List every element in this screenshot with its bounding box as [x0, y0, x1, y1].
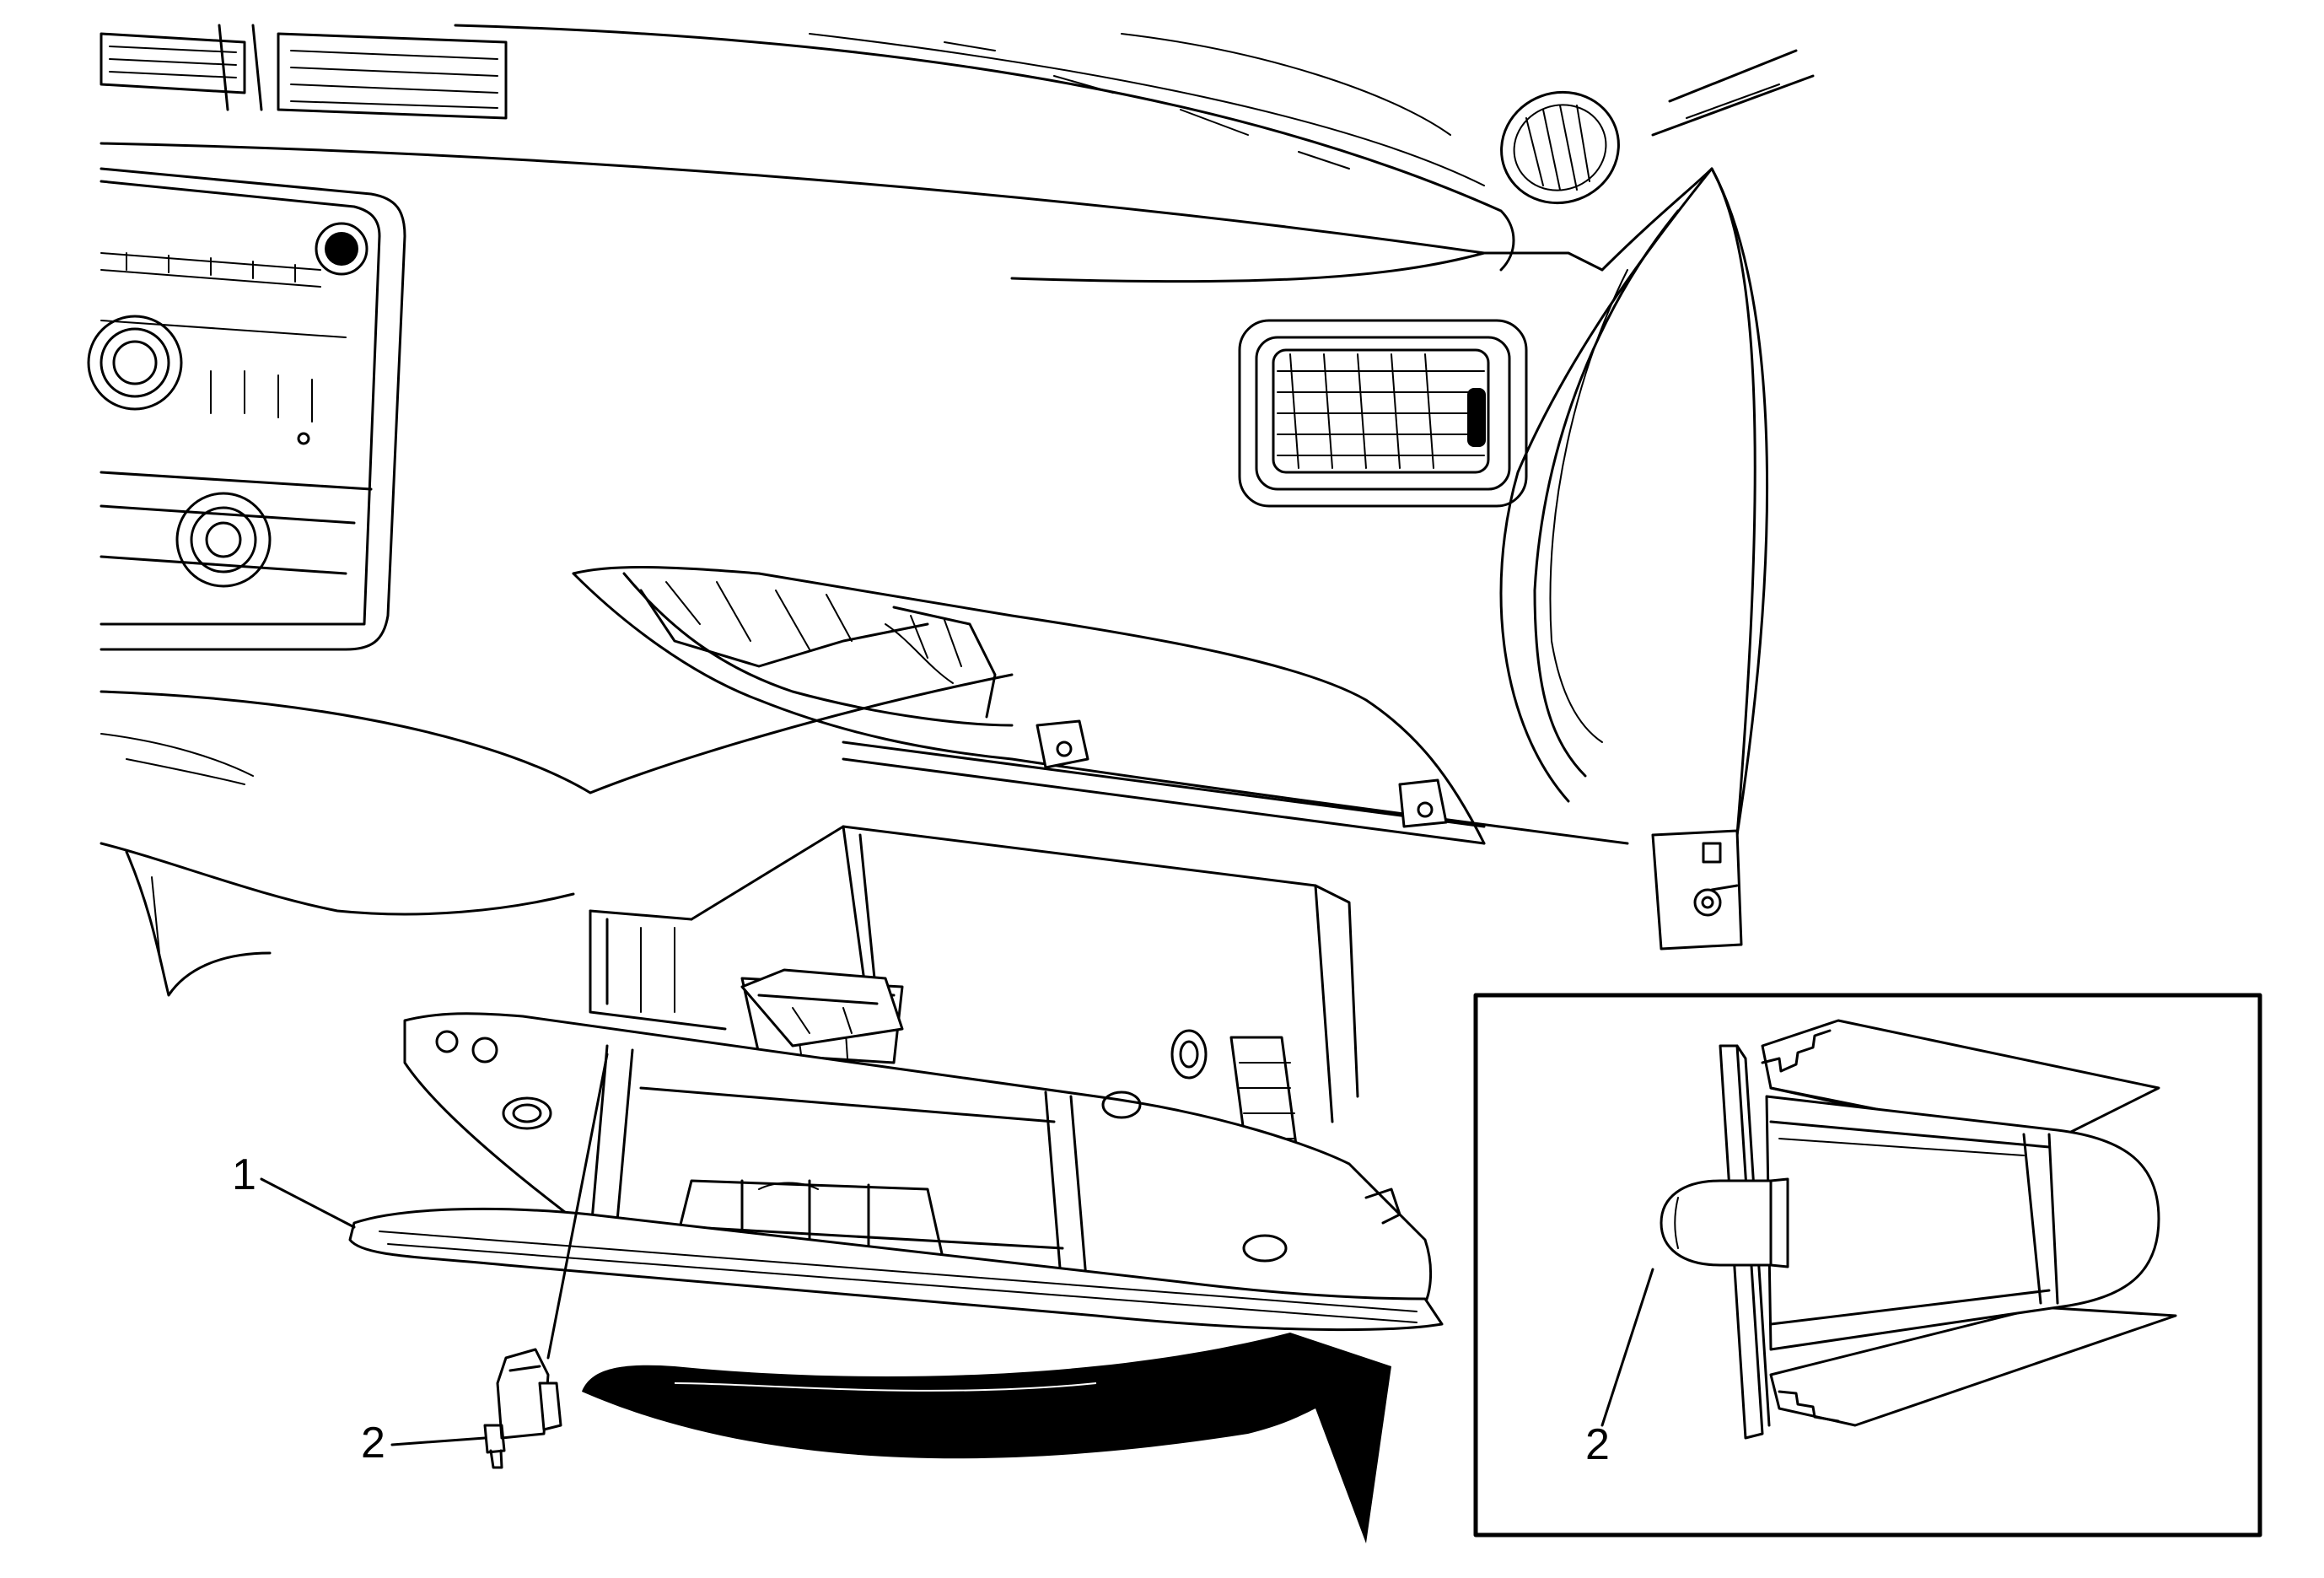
detail-inset: 2 — [1473, 993, 2262, 1538]
passenger-air-vent — [1238, 319, 1528, 508]
side-window-defrost-vent — [1500, 90, 1620, 205]
glove-box-assembly — [348, 825, 1444, 1360]
callout-glove-box: 1 — [232, 1150, 356, 1229]
glove-box-damper — [483, 1348, 562, 1469]
radio-center-stack — [87, 167, 406, 651]
callout-label-2-detail: 2 — [1585, 1420, 1610, 1469]
instrument-panel — [87, 24, 1815, 997]
glove-box-opening — [572, 566, 1743, 951]
center-vents — [100, 24, 508, 120]
damper-detail-view — [1660, 1019, 2177, 1440]
rotate-down-arrow — [582, 1333, 1391, 1543]
callout-label-2: 2 — [361, 1419, 385, 1468]
callout-label-1: 1 — [232, 1150, 256, 1199]
callout-damper: 2 — [361, 1419, 487, 1468]
